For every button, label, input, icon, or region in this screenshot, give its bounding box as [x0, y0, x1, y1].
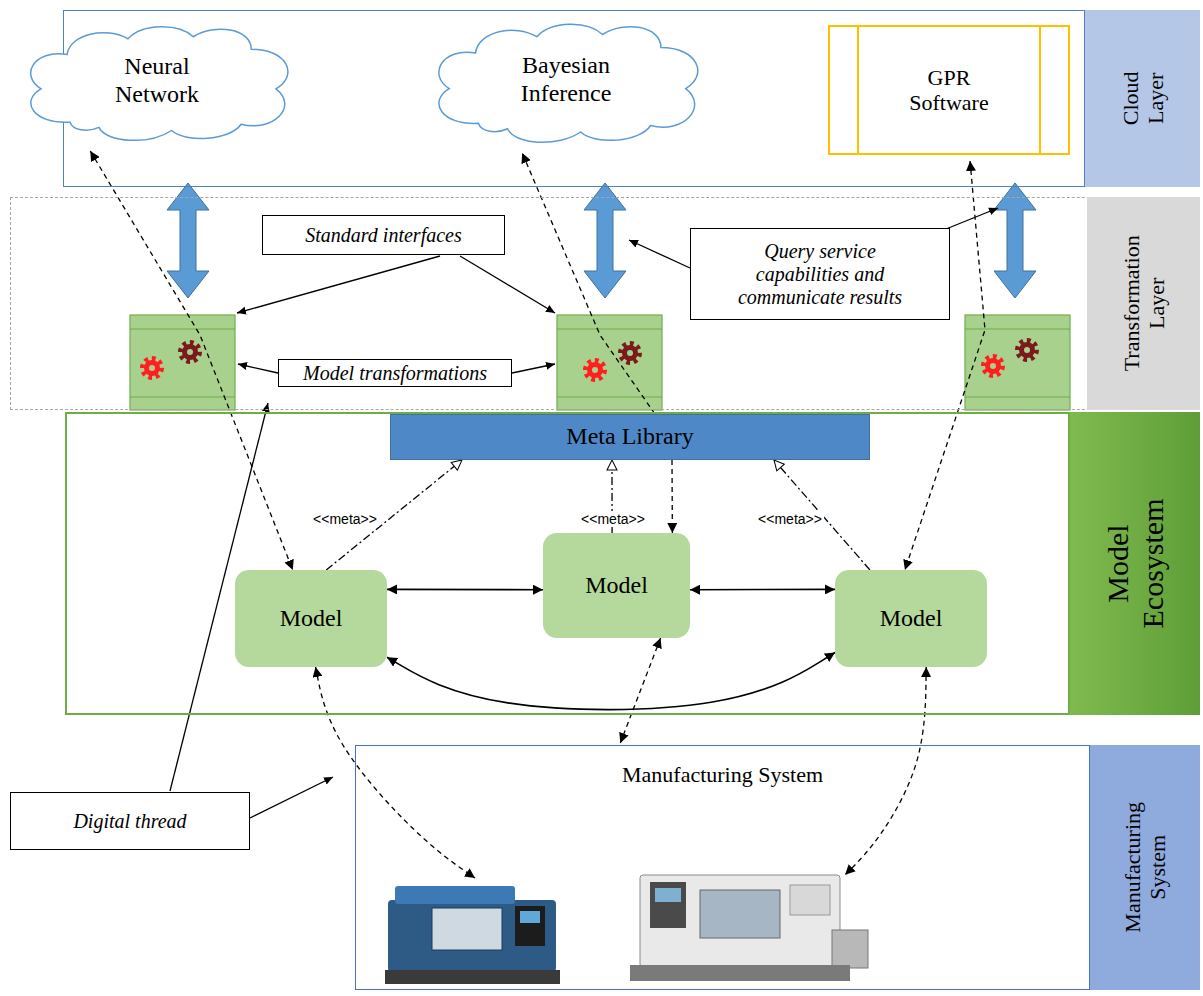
- node-label: Neural Network: [97, 53, 217, 108]
- digital-thread: [90, 151, 292, 570]
- leader-line: [512, 364, 555, 373]
- machine-base: [385, 970, 560, 984]
- layer-band: Transformation Layer Standard interfacesQ…: [10, 197, 1200, 410]
- process-bar: [857, 27, 859, 153]
- machine-panel: [650, 882, 686, 928]
- edge-label: <<meta>>: [579, 511, 647, 527]
- machine-screen: [520, 911, 540, 923]
- machine-body: [640, 875, 840, 967]
- transformation-box: [130, 315, 235, 410]
- cloud-service: Bayesian Inference: [420, 15, 712, 145]
- machine-panel: [515, 906, 545, 946]
- label-patch: <<meta>>: [311, 510, 379, 528]
- node-label: Bayesian Inference: [501, 52, 631, 107]
- machine-base: [630, 965, 850, 981]
- gear-icon: [984, 357, 1002, 375]
- model-box: Model: [543, 533, 690, 638]
- callout-text: Digital thread: [73, 810, 186, 833]
- layer-label: Model Ecosystem: [1101, 479, 1170, 649]
- gear-icon: [143, 359, 161, 377]
- layer-tab: Manufacturing System: [1090, 745, 1200, 990]
- callout-text: Model transformations: [303, 362, 487, 385]
- association-arrow: [690, 589, 835, 591]
- interface-arrow: [167, 183, 209, 298]
- node-label: Model: [585, 572, 648, 600]
- callout-box: Digital thread: [10, 792, 250, 850]
- digital-thread: [620, 638, 660, 743]
- callout-text: Standard interfaces: [305, 224, 461, 247]
- callout-box: Model transformations: [278, 359, 512, 387]
- transformation-box: [557, 315, 662, 410]
- manufacturing-box: Manufacturing SystemManufacturing System: [355, 745, 1200, 990]
- layer-tab: Cloud Layer: [1085, 10, 1200, 187]
- cloud-outline: [31, 27, 288, 141]
- layer-label: Transformation Layer: [1118, 224, 1169, 384]
- machine-window: [700, 890, 780, 938]
- cnc-machine: [385, 886, 560, 984]
- machine-hood: [395, 886, 515, 904]
- node-label: GPR Software: [894, 65, 1004, 116]
- leader-line: [629, 240, 690, 268]
- cloud-outline: [439, 24, 698, 142]
- label-patch: <<meta>>: [756, 510, 824, 528]
- gear-icon: [586, 361, 604, 379]
- software-box: GPR Software: [828, 25, 1070, 155]
- edge-label: <<meta>>: [756, 511, 824, 527]
- layer-band: Cloud Layer Neural Network Bayesian Infere…: [63, 10, 1200, 187]
- digital-thread: [522, 153, 655, 414]
- layer-label: Manufacturing System: [1120, 788, 1171, 948]
- leader-line: [238, 364, 278, 373]
- layer-label: Cloud Layer: [1117, 59, 1168, 139]
- library-box: Meta Library: [390, 414, 870, 460]
- cloud-service: Neural Network: [12, 18, 302, 143]
- edge-label: <<meta>>: [311, 511, 379, 527]
- callout-text: Query service capabilities and communica…: [725, 240, 915, 309]
- association-arrow: [387, 589, 543, 591]
- node-label: Manufacturing System: [622, 762, 823, 787]
- node-label: Model: [280, 605, 343, 633]
- node-label: Meta Library: [566, 423, 693, 451]
- layer-tab: Transformation Layer: [1087, 197, 1200, 410]
- machine-window: [432, 908, 502, 950]
- callout-box: Standard interfaces: [262, 215, 505, 255]
- chip-cart: [832, 930, 868, 968]
- gear-icon: [1018, 341, 1036, 359]
- layer-frame: Manufacturing System: [355, 745, 1090, 990]
- digital-thread: [316, 667, 475, 878]
- process-bar: [1039, 27, 1041, 153]
- callout-box: Query service capabilities and communica…: [690, 228, 950, 320]
- leader-line: [250, 777, 333, 818]
- node-label: Model: [880, 605, 943, 633]
- association-arrow: [387, 652, 835, 709]
- digital-thread: [845, 667, 926, 875]
- layer-frame: [10, 197, 1190, 410]
- machine-body: [388, 900, 556, 972]
- leader-line: [237, 256, 440, 313]
- leader-line: [460, 256, 555, 313]
- digital-thread: [905, 161, 985, 570]
- interface-arrow: [584, 183, 626, 298]
- model-box: Model: [835, 570, 987, 667]
- leader-line: [946, 208, 998, 229]
- gear-icon: [181, 343, 199, 361]
- machine-screen: [655, 888, 681, 902]
- digital-thread: [671, 460, 673, 533]
- transformation-box: [965, 315, 1070, 410]
- label-patch: <<meta>>: [579, 510, 647, 528]
- interface-arrow: [994, 183, 1036, 298]
- layer-band: Model EcosystemMeta LibraryModelModelMod…: [65, 412, 1200, 715]
- machine-cover: [790, 885, 830, 915]
- lathe-machine: [630, 875, 868, 981]
- gear-icon: [621, 344, 639, 362]
- layer-tab: Model Ecosystem: [1070, 412, 1200, 715]
- model-box: Model: [235, 570, 387, 667]
